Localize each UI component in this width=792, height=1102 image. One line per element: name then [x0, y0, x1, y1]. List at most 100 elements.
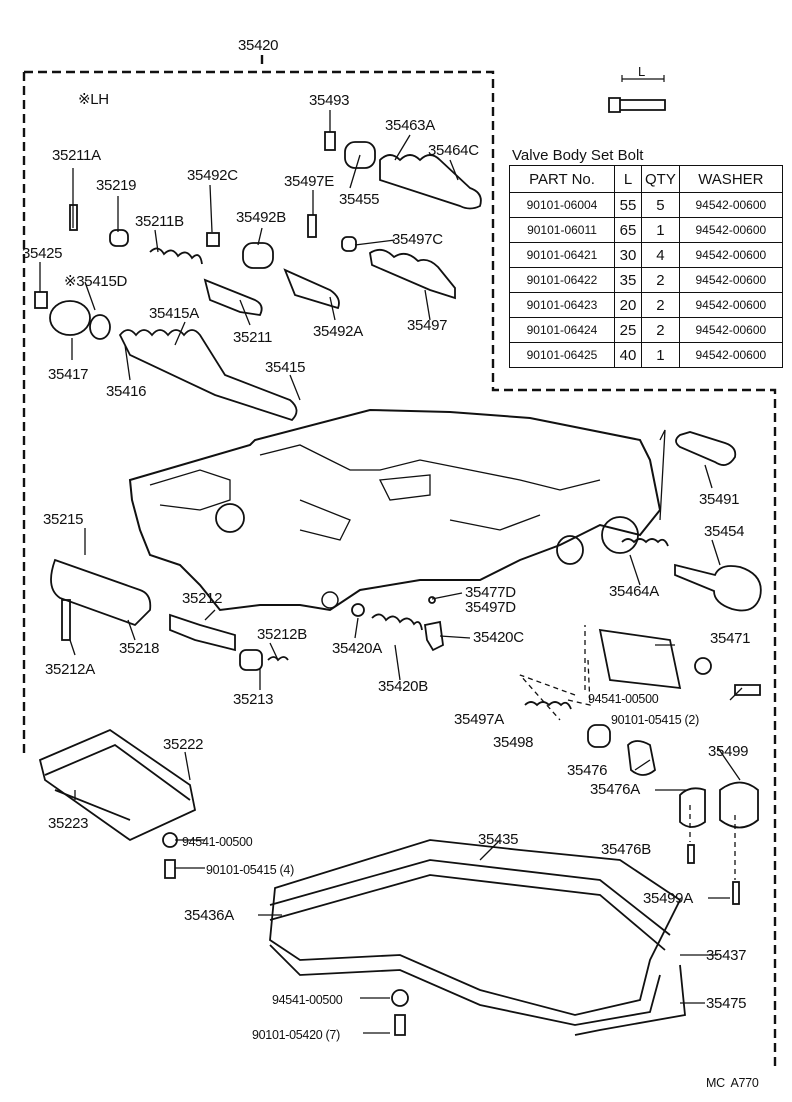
part-label: 35420A: [332, 640, 382, 657]
part-label: 35471: [710, 630, 751, 647]
part-label: 35497: [407, 317, 448, 334]
cell-length: 35: [614, 267, 642, 293]
washer-label: 94541-00500: [588, 692, 659, 706]
part-label: 35211: [233, 329, 273, 346]
col-length: L: [614, 165, 642, 193]
part-label: 35497D: [465, 599, 516, 616]
part-label: 35492B: [236, 209, 286, 226]
cell-qty: 4: [641, 242, 680, 268]
cell-part: 90101-06004: [509, 192, 615, 218]
cell-part: 90101-06424: [509, 317, 615, 343]
dashed-leaders: [519, 625, 736, 880]
part-label: 35497E: [284, 173, 334, 190]
part-label: 35211B: [135, 213, 184, 230]
part-label: 35497C: [392, 231, 443, 248]
valve-parts-lower-left: [38, 558, 444, 879]
part-label: 35415A: [149, 305, 199, 322]
bolt-label: 90101-05420 (7): [252, 1028, 340, 1042]
part-label: 35454: [704, 523, 745, 540]
cell-washer: 94542-00600: [678, 317, 783, 343]
cell-part: 90101-06011: [509, 217, 615, 243]
cell-qty: 5: [641, 192, 680, 218]
cell-washer: 94542-00600: [678, 217, 783, 243]
part-label: 35476A: [590, 781, 640, 798]
part-label: 35499A: [643, 890, 693, 907]
part-label: 35420B: [378, 678, 428, 695]
valve-body-upper: [128, 408, 662, 612]
part-label: 35222: [163, 736, 204, 753]
part-label: 35212: [182, 590, 223, 607]
part-label: 35415: [265, 359, 306, 376]
cell-qty: 2: [641, 317, 680, 343]
part-label: 35492A: [313, 323, 363, 340]
part-label: 35436A: [184, 907, 234, 924]
cell-length: 65: [614, 217, 642, 243]
part-label: 35464C: [428, 142, 479, 159]
cell-part: 90101-06421: [509, 242, 615, 268]
col-part-no: PART No.: [509, 165, 615, 193]
separator-plate-stack: [269, 839, 686, 1036]
part-label: 35416: [106, 383, 147, 400]
cell-washer: 94542-00600: [678, 292, 783, 318]
part-label: 35492C: [187, 167, 238, 184]
cell-part: 90101-06422: [509, 267, 615, 293]
cell-washer: 94542-00600: [678, 342, 783, 368]
part-label: 35211A: [52, 147, 101, 164]
cell-length: 55: [614, 192, 642, 218]
col-washer: WASHER: [678, 165, 783, 193]
cell-washer: 94542-00600: [678, 242, 783, 268]
part-label: 35455: [339, 191, 380, 208]
part-label: ※35415D: [64, 273, 128, 290]
part-label: 35491: [699, 491, 740, 508]
cell-part: 90101-06425: [509, 342, 615, 368]
cell-length: 20: [614, 292, 642, 318]
part-label: 35218: [119, 640, 160, 657]
cell-length: 40: [614, 342, 642, 368]
part-label: 35464A: [609, 583, 659, 600]
assembly-dashed-border: [22, 55, 777, 1070]
part-label: 35476B: [601, 841, 651, 858]
part-label: 35212B: [257, 626, 307, 643]
part-label: 35215: [43, 511, 84, 528]
part-label: 35498: [493, 734, 534, 751]
part-label: 35425: [22, 245, 63, 262]
cell-washer: 94542-00600: [678, 267, 783, 293]
bolt-label: 90101-05415 (4): [206, 863, 294, 877]
cell-length: 25: [614, 317, 642, 343]
bolt-dimension-label: L: [638, 64, 645, 79]
valve-body-details: [149, 429, 666, 541]
cell-qty: 2: [641, 292, 680, 318]
cell-qty: 1: [641, 217, 680, 243]
cell-qty: 2: [641, 267, 680, 293]
part-label: 35212A: [45, 661, 95, 678]
cell-length: 30: [614, 242, 642, 268]
part-label: 35435: [478, 831, 519, 848]
assembly-label: 35420: [238, 37, 279, 54]
part-label: 35477D: [465, 584, 516, 601]
part-label: 35219: [96, 177, 137, 194]
side-note-lh: ※LH: [78, 91, 109, 108]
cell-qty: 1: [641, 342, 680, 368]
valve-parts-upper: [34, 131, 482, 422]
col-qty: QTY: [641, 165, 680, 193]
table-header-row: PART No. L QTY WASHER: [509, 165, 783, 193]
part-label: 35463A: [385, 117, 435, 134]
part-label: 35213: [233, 691, 274, 708]
cell-washer: 94542-00600: [678, 192, 783, 218]
part-label: 35499: [708, 743, 749, 760]
part-label: 35476: [567, 762, 608, 779]
table-title: Valve Body Set Bolt: [512, 147, 644, 164]
washer-label: 94541-00500: [182, 835, 253, 849]
figure-code: MC A770: [706, 1076, 759, 1090]
part-label: 35223: [48, 815, 89, 832]
washer-label: 94541-00500: [272, 993, 343, 1007]
part-label: 35420C: [473, 629, 524, 646]
part-label: 35475: [706, 995, 747, 1012]
